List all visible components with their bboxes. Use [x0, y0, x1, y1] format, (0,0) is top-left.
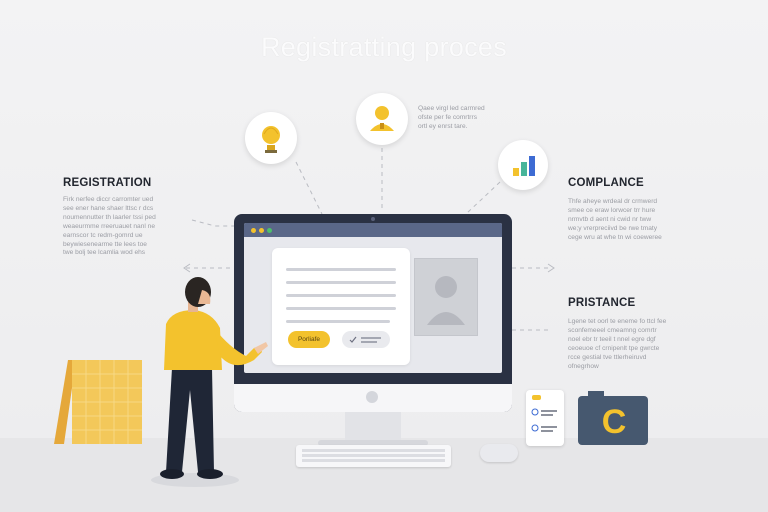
primary-button[interactable]: Porliafe: [288, 331, 330, 348]
window-dot-yellow[interactable]: [251, 228, 256, 233]
sign-board: [54, 360, 142, 444]
avatar-placeholder: [414, 258, 478, 336]
keyboard-keys: [302, 449, 445, 462]
page-title: Registratting proces: [260, 32, 508, 62]
bar-chart-icon: [513, 156, 535, 176]
screen: [244, 223, 502, 373]
camera: C: [578, 391, 648, 445]
lightbulb-circle: [245, 112, 297, 164]
checklist-card: [526, 390, 564, 446]
check-icon: [349, 336, 381, 343]
form-line: [286, 320, 390, 323]
top-right-note: Qaee virgl led carmred ofste per fe comr…: [418, 105, 485, 130]
webcam: [371, 217, 375, 221]
avatar-silhouette-icon: [427, 276, 465, 325]
lightbulb-icon: [262, 126, 280, 153]
camera-icon: [578, 391, 648, 445]
form-line: [286, 281, 396, 284]
mouse[interactable]: [480, 444, 518, 462]
window-dot-orange[interactable]: [259, 228, 264, 233]
assistance-text: Lgene tet oorl te eneme fo ttcl fee scon…: [568, 318, 667, 370]
registration-heading: REGISTRATION: [63, 177, 152, 189]
monitor-stand: [345, 410, 401, 444]
form-line: [286, 268, 396, 271]
registration-text: Firk nerfee diccr carromter ued see ener…: [63, 196, 156, 257]
form-line: [286, 294, 396, 297]
user-icon: [370, 106, 394, 131]
person-figure: [151, 277, 268, 487]
window-dot-green[interactable]: [267, 228, 272, 233]
user-circle: [356, 93, 408, 145]
monitor-base: [318, 440, 428, 446]
power-button[interactable]: [366, 391, 378, 403]
compliance-heading: COMPLANCE: [568, 177, 644, 189]
secondary-button[interactable]: [342, 331, 390, 348]
checklist-icon: [531, 395, 557, 432]
keyboard[interactable]: [296, 445, 451, 467]
compliance-text: Thfe aheye wrdeal dr crmwerd smee ce era…: [568, 198, 662, 241]
assistance-heading: PRISTANCE: [568, 297, 636, 309]
camera-glyph: C: [601, 403, 627, 441]
chart-circle: [498, 140, 548, 190]
form-line: [286, 307, 396, 310]
browser-bar: [244, 223, 502, 237]
